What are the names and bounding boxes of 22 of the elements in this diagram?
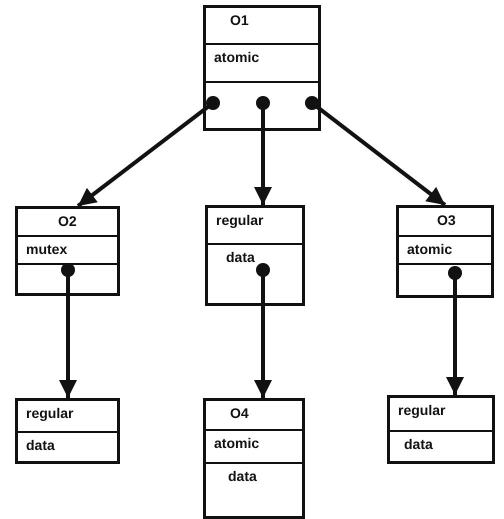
field-label: data (404, 436, 433, 452)
object-record-box (387, 395, 495, 464)
field-label: data (228, 468, 257, 484)
object-record-box (15, 398, 120, 464)
field-label: O1 (230, 12, 249, 28)
object-record-box (396, 205, 494, 298)
field-label: atomic (214, 49, 260, 65)
field-label: O4 (230, 405, 249, 421)
field-label: atomic (407, 241, 452, 257)
object-record-box (203, 398, 305, 519)
field-label: data (26, 437, 55, 453)
object-record-box (15, 206, 120, 296)
field-label: atomic (214, 435, 260, 451)
object-record-box (205, 205, 305, 306)
field-label: regular (216, 212, 264, 228)
field-label: regular (26, 405, 74, 421)
field-label: mutex (26, 241, 68, 257)
field-label: O2 (58, 213, 77, 229)
field-label: regular (398, 402, 446, 418)
object-record-box (203, 5, 321, 131)
field-label: data (226, 249, 255, 265)
field-label: O3 (437, 212, 456, 228)
